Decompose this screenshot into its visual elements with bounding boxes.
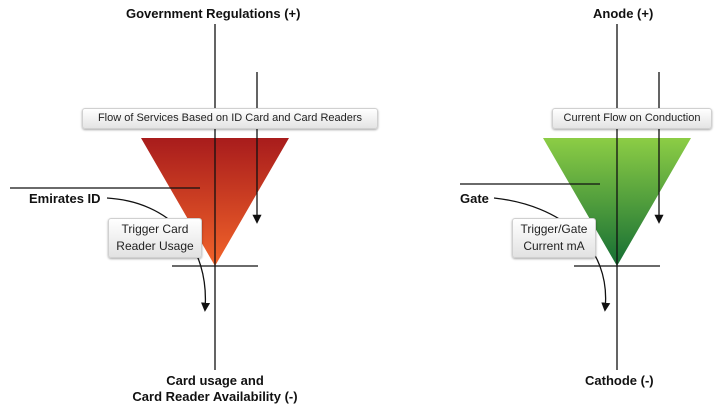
left-banner: Flow of Services Based on ID Card and Ca…	[82, 108, 378, 129]
left-note-line-2: Reader Usage	[116, 239, 194, 253]
right-top-label: Anode (+)	[593, 6, 654, 21]
right-note-line-2: Current mA	[523, 239, 585, 253]
right-bottom-label: Cathode (-)	[585, 373, 654, 388]
left-bottom-line-2: Card Reader Availability (-)	[132, 389, 298, 404]
left-note-line-1: Trigger Card	[121, 222, 189, 236]
right-side-label: Gate	[460, 191, 489, 206]
left-bottom-label: Card usage and Card Reader Availability …	[120, 373, 310, 405]
left-trigger-note: Trigger Card Reader Usage	[108, 218, 202, 258]
right-note-line-1: Trigger/Gate	[520, 222, 588, 236]
left-bottom-line-1: Card usage and	[166, 373, 264, 388]
left-top-label: Government Regulations (+)	[126, 6, 301, 21]
right-diagram	[460, 24, 691, 370]
left-side-label: Emirates ID	[29, 191, 101, 206]
right-banner: Current Flow on Conduction	[552, 108, 712, 129]
right-trigger-note: Trigger/Gate Current mA	[512, 218, 596, 258]
